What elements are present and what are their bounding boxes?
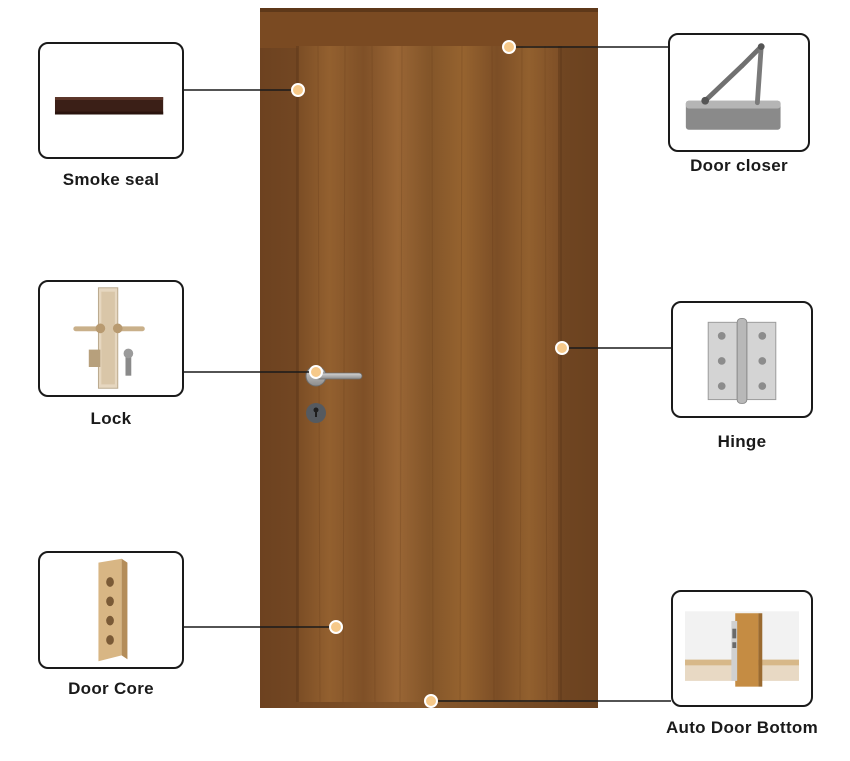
lock-card <box>38 280 184 397</box>
marker-hinge <box>555 341 569 355</box>
smoke-seal-card <box>38 42 184 159</box>
marker-smoke-seal <box>291 83 305 97</box>
lock-label: Lock <box>90 409 132 428</box>
marker-dots <box>291 40 569 708</box>
door-core-label: Door Core <box>68 679 154 698</box>
leader-lines <box>184 46 671 702</box>
door-closer-arm-icon <box>685 43 781 130</box>
keyhole-escutcheon <box>306 403 326 423</box>
marker-lock <box>309 365 323 379</box>
door-core-section-icon <box>98 558 128 662</box>
smoke-seal-label: Smoke seal <box>62 170 160 189</box>
door-closer-card <box>668 33 810 152</box>
wood-grain <box>317 45 548 703</box>
marker-door-core <box>329 620 343 634</box>
door-closer-label: Door closer <box>690 156 788 175</box>
auto-door-bottom-seal-icon <box>685 611 799 687</box>
butt-hinge-icon <box>707 317 777 404</box>
door-core-card <box>38 551 184 669</box>
smoke-seal-strip-icon <box>54 97 164 115</box>
marker-auto-door-bottom <box>424 694 438 708</box>
hinge-label: Hinge <box>717 432 767 451</box>
mortise-lock-icon <box>73 287 145 389</box>
marker-door-closer <box>502 40 516 54</box>
auto-door-bottom-card <box>671 590 813 707</box>
hinge-card <box>671 301 813 418</box>
auto-door-bottom-label: Auto Door Bottom <box>665 718 819 737</box>
